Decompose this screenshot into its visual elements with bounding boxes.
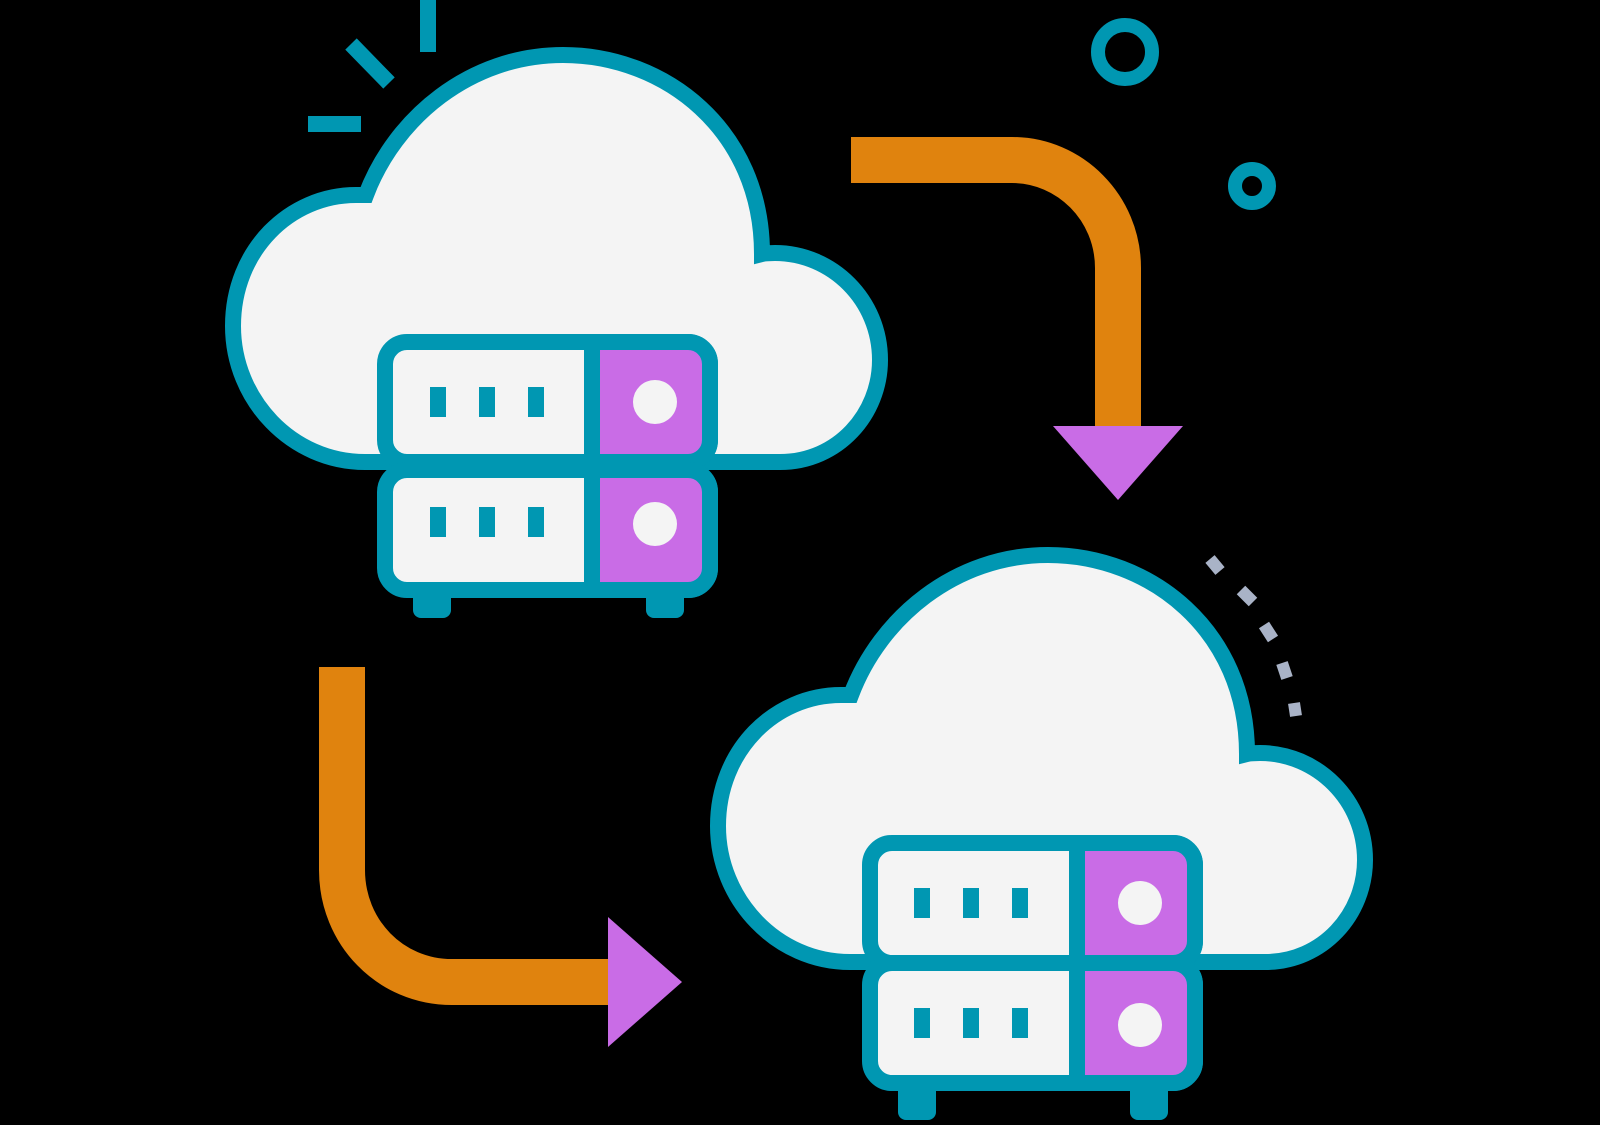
cloud-server-bottom (709, 546, 1374, 1120)
sparkle-icon (308, 0, 436, 132)
cloud-server-top (224, 46, 889, 618)
bubble-icon (1091, 18, 1276, 210)
server-top-icon (377, 334, 718, 618)
transfer-arrow-down-icon (851, 137, 1183, 500)
transfer-arrow-right-icon (319, 667, 682, 1047)
server-bottom-icon (862, 835, 1203, 1120)
dotted-arc-icon (1205, 555, 1302, 717)
